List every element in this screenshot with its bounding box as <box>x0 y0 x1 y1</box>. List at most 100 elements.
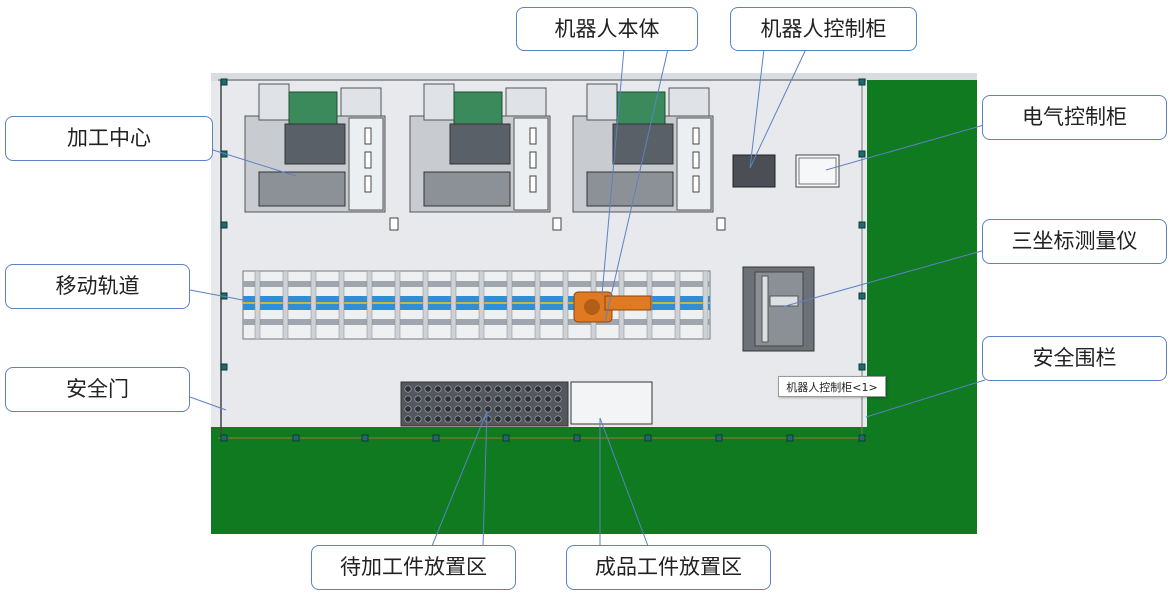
raw-part <box>404 415 412 423</box>
machining-center-3 <box>572 83 714 213</box>
raw-part <box>464 415 472 423</box>
raw-part <box>524 415 532 423</box>
track-rib <box>254 270 261 340</box>
raw-part <box>524 395 532 403</box>
raw-part <box>484 415 492 423</box>
track-rib <box>282 270 289 340</box>
machining-center-1 <box>244 83 386 213</box>
raw-part <box>454 405 462 413</box>
fence-post <box>858 434 866 442</box>
raw-part <box>454 415 462 423</box>
raw-part <box>404 405 412 413</box>
finished-parts-area <box>570 381 653 425</box>
robot-body <box>573 291 652 323</box>
raw-part <box>474 385 482 393</box>
raw-part <box>474 395 482 403</box>
track-rib <box>702 270 709 340</box>
raw-part <box>414 385 422 393</box>
raw-part <box>444 395 452 403</box>
raw-part <box>434 395 442 403</box>
raw-part <box>434 385 442 393</box>
raw-part <box>434 405 442 413</box>
track-rib <box>310 270 317 340</box>
label-cmm: 三坐标测量仪 <box>982 219 1167 264</box>
hover-tooltip: 机器人控制柜<1> <box>778 376 886 397</box>
label-safety-door: 安全门 <box>5 367 190 412</box>
electrical-control-cabinet <box>795 154 840 188</box>
raw-parts-area <box>400 381 569 427</box>
fence-post <box>858 363 866 371</box>
track-rib <box>366 270 373 340</box>
raw-part <box>414 395 422 403</box>
raw-part <box>434 415 442 423</box>
leader-robot-body-1 <box>601 48 625 296</box>
raw-part <box>424 385 432 393</box>
label-moving-track: 移动轨道 <box>5 264 190 309</box>
raw-part <box>554 405 562 413</box>
track-rib <box>534 270 541 340</box>
raw-part <box>464 405 472 413</box>
fence-post <box>220 434 228 442</box>
label-robot-control-cabinet: 机器人控制柜 <box>730 7 917 51</box>
raw-part <box>474 415 482 423</box>
raw-part <box>484 395 492 403</box>
fence-post <box>220 221 228 229</box>
leader-cmm <box>781 249 986 308</box>
raw-part <box>544 405 552 413</box>
leader-robot-cabinet-2 <box>749 48 765 169</box>
leader-finished-parts-2 <box>599 417 649 547</box>
leader-raw-parts-1 <box>431 410 488 547</box>
raw-part <box>474 405 482 413</box>
raw-part <box>414 415 422 423</box>
track-rib <box>450 270 457 340</box>
raw-part <box>444 385 452 393</box>
raw-part <box>424 415 432 423</box>
leader-raw-parts-2 <box>482 410 488 547</box>
track-rib <box>562 270 569 340</box>
track-rib <box>674 270 681 340</box>
raw-part <box>414 405 422 413</box>
label-machining-center: 加工中心 <box>5 116 213 161</box>
label-raw-parts-area: 待加工件放置区 <box>311 545 516 590</box>
raw-part <box>484 405 492 413</box>
raw-part <box>494 395 502 403</box>
raw-part <box>544 415 552 423</box>
raw-part <box>554 385 562 393</box>
leader-robot-body-2 <box>604 48 669 323</box>
raw-part <box>504 415 512 423</box>
fence-post <box>573 434 581 442</box>
fence-post <box>361 434 369 442</box>
label-finished-parts-area: 成品工件放置区 <box>566 545 771 590</box>
track-rib <box>422 270 429 340</box>
fence-post <box>292 434 300 442</box>
leader-lines <box>189 48 986 547</box>
leader-moving-track <box>189 289 249 302</box>
raw-part <box>514 415 522 423</box>
raw-part <box>524 385 532 393</box>
machining-center-2 <box>409 83 551 213</box>
raw-part <box>544 395 552 403</box>
fence-post <box>786 434 794 442</box>
leader-safety-fence <box>865 379 986 418</box>
raw-part <box>554 415 562 423</box>
leader-electrical-cabinet <box>825 124 985 171</box>
fence-post <box>220 363 228 371</box>
raw-part <box>504 405 512 413</box>
raw-part <box>454 385 462 393</box>
machine-feet <box>389 217 726 231</box>
raw-part <box>404 385 412 393</box>
raw-part <box>494 415 502 423</box>
label-electrical-control-cabinet: 电气控制柜 <box>982 95 1167 140</box>
raw-part <box>494 405 502 413</box>
raw-part <box>484 385 492 393</box>
fence-posts <box>220 78 866 442</box>
raw-part <box>544 385 552 393</box>
label-safety-fence: 安全围栏 <box>982 336 1167 381</box>
raw-part <box>424 405 432 413</box>
fence-post <box>220 78 228 86</box>
track-rib <box>394 270 401 340</box>
raw-part <box>534 405 542 413</box>
raw-part <box>524 405 532 413</box>
track-rib <box>478 270 485 340</box>
